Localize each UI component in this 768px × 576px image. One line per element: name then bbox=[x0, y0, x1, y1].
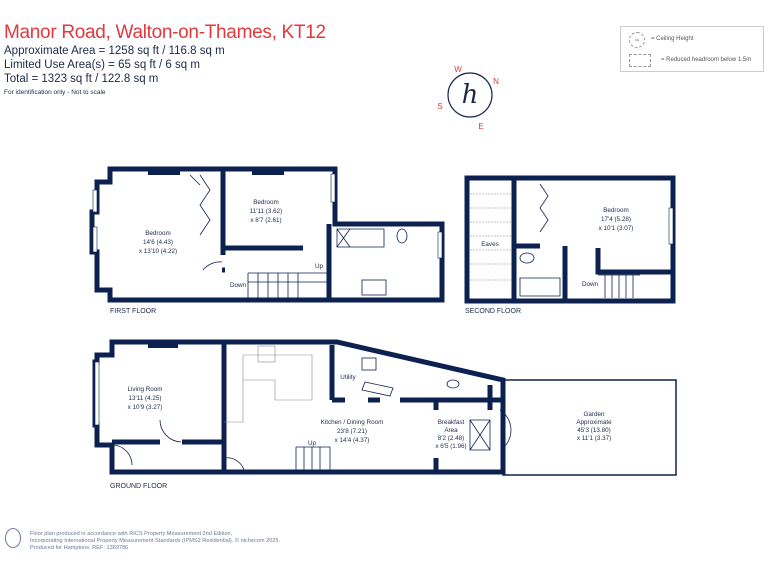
compass-s: S bbox=[437, 102, 442, 111]
footer-line-2: Incorporating International Property Mea… bbox=[30, 538, 281, 544]
property-title: Manor Road, Walton-on-Thames, KT12 bbox=[4, 22, 326, 43]
compass-logo: h W N S E bbox=[437, 65, 499, 131]
kitchen-dim2: x 14'4 (4.37) bbox=[335, 437, 370, 444]
garden-dim2: x 11'1 (3.37) bbox=[577, 435, 611, 442]
first-bedroom-2-dim1: 11'11 (3.62) bbox=[250, 208, 282, 215]
first-up-label: Up bbox=[315, 263, 324, 270]
first-bedroom-1-name: Bedroom bbox=[145, 230, 171, 237]
scale-note: For identification only - Not to scale bbox=[4, 89, 106, 96]
reduced-headroom-label: = Reduced headroom below 1.5m bbox=[661, 57, 752, 63]
logo-letter: h bbox=[462, 80, 479, 110]
ground-floor-label: GROUND FLOOR bbox=[110, 483, 167, 490]
compass-w: W bbox=[454, 65, 462, 74]
garden-name2: Approximate bbox=[576, 419, 612, 426]
ground-floor-plan: Living Room 13'11 (4.25) x 10'9 (3.27) K… bbox=[92, 339, 512, 490]
approximate-area: Approximate Area = 1258 sq ft / 116.8 sq… bbox=[4, 45, 225, 57]
kitchen-dim1: 23'8 (7.21) bbox=[337, 428, 367, 435]
footer-text: Floor plan produced in accordance with R… bbox=[30, 531, 280, 552]
living-room-dim2: x 10'9 (3.27) bbox=[128, 404, 163, 411]
garden-plan: Garden Approximate 45'3 (13.80) x 11'1 (… bbox=[502, 379, 677, 476]
ground-up-label: Up bbox=[308, 440, 317, 447]
utility-label: Utility bbox=[340, 374, 356, 381]
first-bedroom-1-dim1: 14'6 (4.43) bbox=[143, 239, 173, 246]
person-icon bbox=[5, 528, 21, 548]
reduced-headroom-icon bbox=[629, 54, 651, 67]
first-floor-plan: Bedroom 14'6 (4.43) x 13'10 (4.22) Bedro… bbox=[89, 166, 445, 315]
total-area: Total = 1323 sq ft / 122.8 sq m bbox=[4, 73, 159, 85]
first-bedroom-2-name: Bedroom bbox=[253, 199, 279, 206]
living-room-dim1: 13'11 (4.25) bbox=[129, 395, 162, 402]
second-floor-plan: Eaves Bedroom 17'4 (5.28) x 10'1 (3.07) … bbox=[464, 175, 676, 315]
second-bedroom-name: Bedroom bbox=[603, 207, 629, 214]
garden-name: Garden bbox=[583, 411, 605, 418]
garden-dim1: 45'3 (13.80) bbox=[577, 427, 610, 434]
living-room-name: Living Room bbox=[128, 386, 163, 393]
ceiling-height-label: = Ceiling Height bbox=[651, 36, 694, 42]
breakfast-dim2: x 6'5 (1.96) bbox=[435, 443, 466, 450]
footer-line-3: Produced for Hamptons. REF: 1369786 bbox=[30, 545, 129, 551]
compass-e: E bbox=[478, 122, 483, 131]
footer-line-1: Floor plan produced in accordance with R… bbox=[30, 531, 233, 537]
eaves-label: Eaves bbox=[481, 241, 499, 248]
second-bedroom-dim2: x 10'1 (3.07) bbox=[599, 225, 634, 232]
breakfast-name2: Area bbox=[444, 427, 458, 434]
first-bedroom-2-dim2: x 8'7 (2.61) bbox=[250, 217, 281, 224]
limited-use-area: Limited Use Area(s) = 65 sq ft / 6 sq m bbox=[4, 59, 200, 71]
first-floor-label: FIRST FLOOR bbox=[110, 308, 156, 315]
second-down-label: Down bbox=[582, 281, 599, 288]
second-bedroom-dim1: 17'4 (5.28) bbox=[601, 216, 631, 223]
compass-n: N bbox=[493, 77, 499, 86]
breakfast-dim1: 8'2 (2.48) bbox=[438, 435, 464, 442]
first-bedroom-1-dim2: x 13'10 (4.22) bbox=[139, 248, 177, 255]
ceiling-height-icon: CH bbox=[629, 32, 645, 48]
second-floor-label: SECOND FLOOR bbox=[465, 308, 521, 315]
first-down-label: Down bbox=[230, 282, 247, 289]
breakfast-name: Breakfast bbox=[438, 419, 465, 426]
kitchen-name: Kitchen / Dining Room bbox=[321, 419, 384, 426]
legend: CH = Ceiling Height = Reduced headroom b… bbox=[620, 26, 764, 72]
